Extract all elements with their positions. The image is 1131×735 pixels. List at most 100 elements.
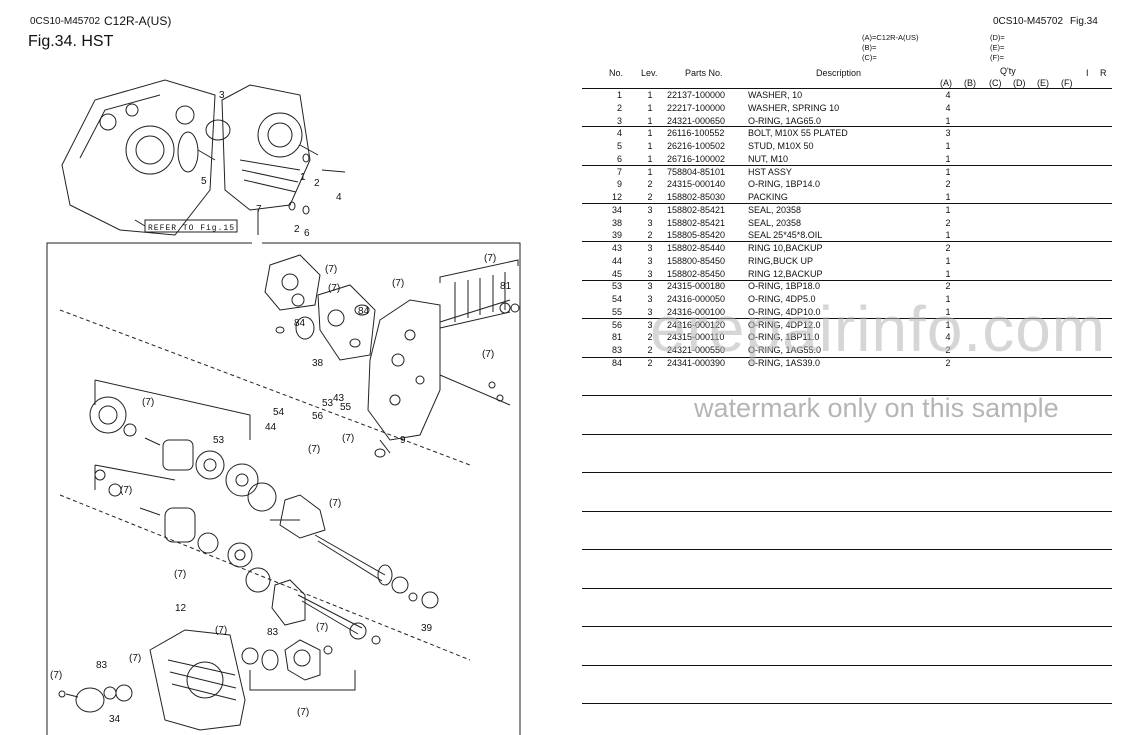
table-rule [582,588,1112,589]
row-part-number: 26716-100002 [667,153,726,164]
row-qty-a: 2 [945,357,951,368]
callout-1: 1 [300,172,306,183]
row-no: 5 [616,141,622,151]
watermark-site: erepairinfo.com [650,293,1107,365]
row-lev: 2 [647,345,653,355]
col-header-e: (E) [1037,78,1049,88]
figure-title: Fig.34. HST [28,33,114,50]
row-no: 84 [611,357,622,368]
row-part-number: 26216-100502 [667,141,726,151]
row-part-number: 24321-000550 [667,345,726,355]
model-legend-b: (B)= [862,43,877,52]
row-part-number: 158802-85421 [667,217,726,228]
col-header-description: Description [816,68,862,78]
row-no: 3 [616,115,622,126]
callout-7-group: (7) [325,264,337,275]
row-description: WASHER, SPRING 10 [748,102,840,113]
row-no: 2 [616,102,622,113]
callout-54: 54 [273,407,285,418]
row-description: O-RING, 1BP14.0 [748,179,821,190]
row-qty-a: 2 [945,243,951,253]
callout-84: 84 [358,306,370,317]
callout-7-group: (7) [120,485,132,496]
row-part-number: 22217-100000 [667,102,726,113]
row-no: 6 [616,153,622,164]
row-description: NUT, M10 [748,153,789,164]
table-rule [582,357,1112,358]
row-no: 83 [611,345,622,355]
row-description: SEAL 25*45*8.OIL [748,230,823,241]
row-lev: 3 [647,255,653,266]
callout-43: 43 [333,393,345,404]
table-rule [582,395,1112,396]
row-part-number: 26116-100552 [667,128,725,139]
row-description: BOLT, M10X 55 PLATED [748,128,848,139]
row-description: PACKING [748,192,788,202]
row-no: 53 [611,281,622,292]
callout-7: 7 [256,204,262,215]
row-no: 81 [611,332,622,343]
model-legend-right: (D)= (E)= (F)= [990,33,1005,63]
callout-2: 2 [314,178,320,189]
col-header-r: R [1100,68,1107,78]
callout-55: 55 [340,402,352,413]
row-description: O-RING, 1BP11.0 [748,332,820,343]
row-qty-a: 1 [945,294,951,304]
callout-7-group: (7) [215,625,227,636]
row-qty-a: 1 [945,192,951,202]
model-legend-f: (F)= [990,53,1004,62]
row-part-number: 24316-000120 [667,319,726,330]
model-legend-left: (A)=C12R-A(US) (B)= (C)= [862,33,918,63]
callout-7-group: (7) [392,278,404,289]
row-part-number: 22137-100000 [667,90,726,100]
row-description: O-RING, 4DP12.0 [748,319,821,330]
row-qty-a: 1 [945,153,951,164]
row-lev: 1 [647,166,653,177]
callout-7-group: (7) [308,444,320,455]
row-description: RING 12,BACKUP [748,268,823,279]
row-lev: 1 [647,128,653,139]
row-qty-a: 4 [945,332,951,343]
row-no: 45 [611,268,622,279]
row-lev: 2 [647,192,653,202]
col-header-c: (C) [989,78,1002,88]
table-rule [582,318,1112,319]
row-description: O-RING, 4DP10.0 [748,306,821,317]
row-qty-a: 4 [945,102,951,113]
callout-2b: 2 [294,224,300,235]
model-legend-d: (D)= [990,33,1005,42]
row-no: 4 [616,128,622,139]
callout-3: 3 [219,90,225,101]
watermark-note: watermark only on this sample [694,393,1059,423]
table-rule [582,626,1112,627]
row-qty-a: 1 [945,306,951,317]
row-lev: 3 [647,319,653,330]
row-lev: 2 [647,179,653,190]
row-description: SEAL, 20358 [748,204,802,215]
row-lev: 1 [647,90,653,100]
col-header-qty: Q'ty [1000,66,1016,76]
row-lev: 3 [647,217,653,228]
row-qty-a: 1 [945,230,951,241]
row-description: O-RING, 1AG55.0 [748,345,822,355]
row-qty-a: 1 [945,268,951,279]
row-description: O-RING, 4DP5.0 [748,294,816,304]
row-no: 9 [616,179,622,190]
row-qty-a: 1 [945,255,951,266]
row-part-number: 24316-000100 [667,306,726,317]
row-description: WASHER, 10 [748,90,803,100]
callout-7-group: (7) [484,253,496,264]
callout-38: 38 [312,358,324,369]
row-lev: 2 [647,332,653,343]
row-part-number: 158802-85440 [667,243,726,253]
row-part-number: 24315-000140 [667,179,726,190]
